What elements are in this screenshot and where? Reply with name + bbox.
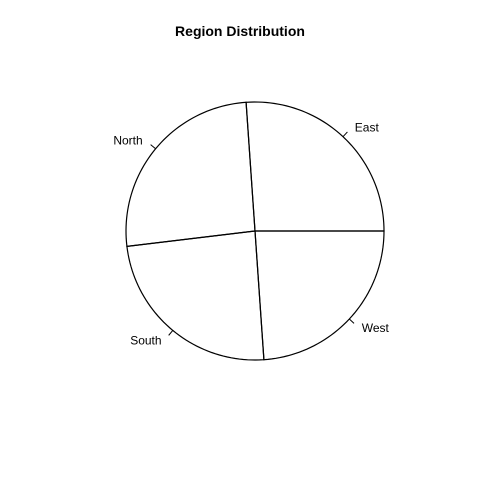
label-tick-south [168,330,174,336]
chart-title: Region Distribution [175,23,305,39]
slice-label-east: East [355,120,380,134]
pie-slice-north [125,101,256,248]
slice-label-south: South [130,333,161,347]
label-tick-north [150,144,156,150]
pie-slice-west [254,230,385,361]
label-tick-east [342,131,348,138]
slice-label-west: West [362,321,390,335]
label-tick-west [348,318,355,324]
slice-label-north: North [113,134,142,148]
